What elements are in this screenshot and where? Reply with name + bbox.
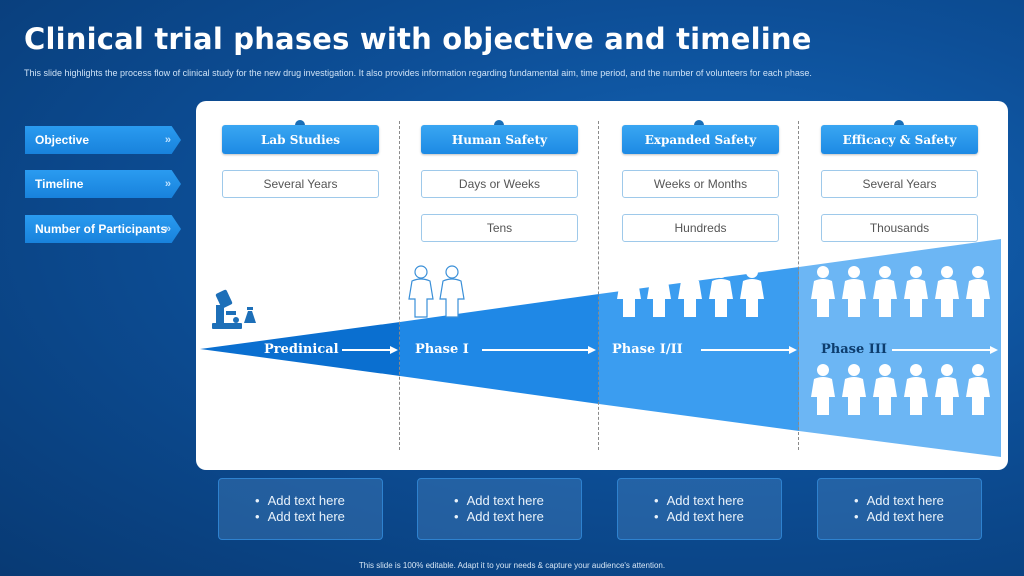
person-icon bbox=[935, 364, 959, 415]
page-title: Clinical trial phases with objective and… bbox=[24, 22, 812, 56]
participants-phase-3: Thousands bbox=[821, 214, 978, 242]
row-label-objective: Objective » bbox=[25, 126, 181, 154]
objective-expanded-safety: Expanded Safety bbox=[622, 125, 779, 154]
chevron-right-icon: » bbox=[164, 134, 171, 146]
person-icon bbox=[935, 266, 959, 317]
person-icon bbox=[408, 265, 434, 318]
timeline-preclinical: Several Years bbox=[222, 170, 379, 198]
person-icon bbox=[842, 266, 866, 317]
notes-box: Add text hereAdd text here bbox=[218, 478, 383, 540]
note-item: Add text here bbox=[854, 509, 981, 525]
microscope-icon bbox=[212, 289, 256, 329]
notes-box: Add text hereAdd text here bbox=[417, 478, 582, 540]
note-item: Add text here bbox=[654, 493, 781, 509]
note-item: Add text here bbox=[654, 509, 781, 525]
phase-label-phase-3: Phase III bbox=[821, 342, 888, 357]
person-icon bbox=[873, 364, 897, 415]
person-icon bbox=[904, 266, 928, 317]
person-icon bbox=[966, 266, 990, 317]
person-icon bbox=[647, 266, 671, 317]
person-icon bbox=[966, 364, 990, 415]
row-label-text: Number of Participants bbox=[35, 222, 168, 236]
column-divider bbox=[798, 121, 799, 450]
chevron-right-icon: » bbox=[164, 178, 171, 190]
note-item: Add text here bbox=[454, 493, 581, 509]
timeline-phase-1-2: Weeks or Months bbox=[622, 170, 779, 198]
footer-note: This slide is 100% editable. Adapt it to… bbox=[358, 561, 666, 570]
phase-label-preclinical: Predinical bbox=[264, 342, 339, 357]
note-item: Add text here bbox=[454, 509, 581, 525]
phase-label-phase-1: Phase I bbox=[415, 342, 469, 357]
row-label-participants: Number of Participants » bbox=[25, 215, 181, 243]
row-label-text: Objective bbox=[35, 133, 90, 147]
participants-phase-1-2: Hundreds bbox=[622, 214, 779, 242]
column-divider bbox=[399, 121, 400, 450]
row-label-text: Timeline bbox=[35, 177, 84, 191]
row-label-timeline: Timeline » bbox=[25, 170, 181, 198]
person-icon bbox=[842, 364, 866, 415]
note-item: Add text here bbox=[255, 493, 382, 509]
participants-phase-1: Tens bbox=[421, 214, 578, 242]
column-divider bbox=[598, 121, 599, 450]
notes-box: Add text hereAdd text here bbox=[617, 478, 782, 540]
objective-efficacy-safety: Efficacy & Safety bbox=[821, 125, 978, 154]
phase-wedge-diagram bbox=[200, 239, 1001, 457]
person-icon bbox=[873, 266, 897, 317]
person-icon bbox=[678, 266, 702, 317]
page-subtitle: This slide highlights the process flow o… bbox=[24, 68, 812, 78]
person-icon bbox=[709, 266, 733, 317]
timeline-phase-1: Days or Weeks bbox=[421, 170, 578, 198]
person-icon bbox=[811, 364, 835, 415]
chevron-right-icon: » bbox=[164, 223, 171, 235]
person-icon bbox=[740, 266, 764, 317]
notes-box: Add text hereAdd text here bbox=[817, 478, 982, 540]
objective-human-safety: Human Safety bbox=[421, 125, 578, 154]
note-item: Add text here bbox=[854, 493, 981, 509]
phase-label-phase-1-2: Phase I/II bbox=[612, 342, 683, 357]
note-item: Add text here bbox=[255, 509, 382, 525]
person-icon bbox=[439, 265, 465, 318]
person-icon bbox=[811, 266, 835, 317]
person-icon bbox=[904, 364, 928, 415]
timeline-phase-3: Several Years bbox=[821, 170, 978, 198]
wedge-preclinical bbox=[200, 322, 400, 376]
objective-lab-studies: Lab Studies bbox=[222, 125, 379, 154]
phases-panel: Lab Studies Human Safety Expanded Safety… bbox=[196, 101, 1008, 470]
person-icon bbox=[617, 266, 641, 317]
